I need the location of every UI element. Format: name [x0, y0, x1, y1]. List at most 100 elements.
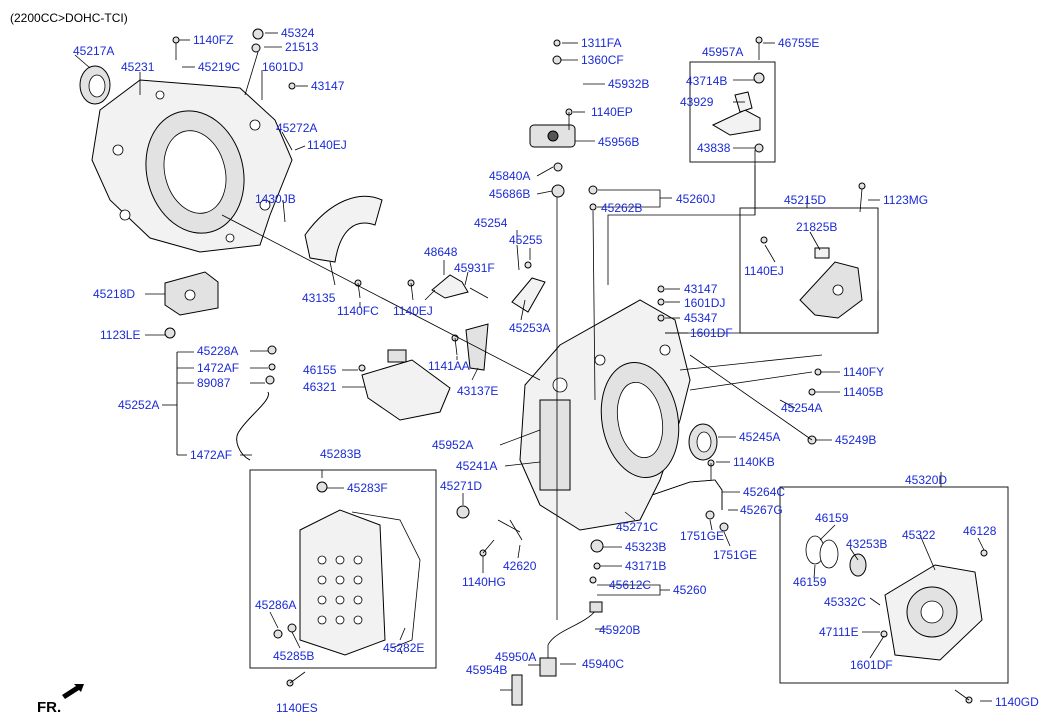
part-label[interactable]: 45332C	[824, 595, 866, 609]
part-label[interactable]: 43147	[311, 79, 345, 93]
part-label[interactable]: 45231	[121, 60, 155, 74]
part-label[interactable]: 11405B	[843, 385, 883, 399]
part-label[interactable]: 1472AF	[190, 448, 232, 462]
part-label[interactable]: 43253B	[846, 537, 887, 551]
part-label[interactable]: 45932B	[608, 77, 649, 91]
part-label[interactable]: 45954B	[466, 663, 507, 677]
part-label[interactable]: 1472AF	[197, 361, 239, 375]
part-label[interactable]: 1140HG	[462, 575, 506, 589]
rear-cover-45322	[805, 535, 983, 661]
part-label[interactable]: 45218D	[93, 287, 135, 301]
part-label[interactable]: 89087	[197, 376, 231, 390]
part-label[interactable]: 1140FC	[337, 304, 379, 318]
part-label[interactable]: 1140EP	[591, 105, 633, 119]
part-label[interactable]: 45254A	[781, 401, 822, 415]
part-label[interactable]: 46321	[303, 380, 337, 394]
part-label[interactable]: 45267G	[740, 503, 783, 517]
part-label[interactable]: 1751GE	[680, 529, 724, 543]
part-label[interactable]: 1360CF	[581, 53, 624, 67]
part-label[interactable]: 43838	[697, 141, 731, 155]
part-label[interactable]: 46755E	[778, 36, 819, 50]
part-label[interactable]: 45249B	[835, 433, 876, 447]
part-label[interactable]: 45262B	[601, 201, 642, 215]
part-label[interactable]: 46159	[793, 575, 827, 589]
part-label[interactable]: 45324	[281, 26, 315, 40]
part-label[interactable]: 45940C	[582, 657, 624, 671]
part-label[interactable]: 1140EJ	[744, 264, 784, 278]
part-label[interactable]: 45283B	[320, 447, 361, 461]
part-label[interactable]: 45219C	[198, 60, 240, 74]
part-label[interactable]: 45320D	[905, 473, 947, 487]
part-label[interactable]: 1140EJ	[307, 138, 347, 152]
part-label[interactable]: 43137E	[457, 384, 498, 398]
part-label[interactable]: 43135	[302, 291, 336, 305]
part-label[interactable]: 42620	[503, 559, 537, 573]
part-label[interactable]: 45612C	[609, 578, 651, 592]
part-label[interactable]: 1311FA	[581, 36, 621, 50]
part-label[interactable]: 45260J	[676, 192, 715, 206]
part-label[interactable]: 45322	[902, 528, 936, 542]
part-label[interactable]: 45323B	[625, 540, 666, 554]
clutch-housing-part	[91, 79, 293, 253]
part-label[interactable]: 43714B	[686, 74, 727, 88]
part-label[interactable]: 45264C	[743, 485, 785, 499]
part-label[interactable]: 45282E	[383, 641, 424, 655]
part-label[interactable]: 45228A	[197, 344, 238, 358]
mount-bracket-45218d	[164, 271, 219, 316]
part-label[interactable]: 46128	[963, 524, 997, 538]
part-label[interactable]: 45950A	[495, 650, 536, 664]
part-label[interactable]: 1601DJ	[262, 60, 303, 74]
part-label[interactable]: 1123MG	[883, 193, 928, 207]
part-label[interactable]: 1430JB	[255, 192, 296, 206]
part-label[interactable]: 1140ES	[276, 701, 318, 715]
part-label[interactable]: 1601DJ	[684, 296, 725, 310]
part-label[interactable]: 1140GD	[995, 695, 1039, 709]
part-label[interactable]: 45957A	[702, 45, 743, 59]
part-label[interactable]: 45952A	[432, 438, 473, 452]
part-label[interactable]: 45931F	[454, 261, 495, 275]
part-label[interactable]: 45254	[474, 216, 508, 230]
part-label[interactable]: 43171B	[625, 559, 666, 573]
part-label[interactable]: 43147	[684, 282, 718, 296]
part-label[interactable]: 1601DF	[690, 326, 733, 340]
oil-hose-45252a	[236, 391, 269, 461]
part-label[interactable]: 45286A	[255, 598, 296, 612]
part-label[interactable]: 46155	[303, 363, 337, 377]
part-label[interactable]: 45255	[509, 233, 543, 247]
part-label[interactable]: 47111E	[819, 625, 859, 639]
part-label[interactable]: 21825B	[796, 220, 837, 234]
part-label[interactable]: 45241A	[456, 459, 497, 473]
part-label[interactable]: 45840A	[489, 169, 530, 183]
part-label[interactable]: 1123LE	[100, 328, 140, 342]
part-label[interactable]: 45956B	[598, 135, 639, 149]
part-label[interactable]: 45686B	[489, 187, 530, 201]
part-label[interactable]: 1601DF	[850, 658, 893, 672]
part-label[interactable]: 48648	[424, 245, 458, 259]
part-label[interactable]: 1141AA	[428, 359, 470, 373]
part-label[interactable]: 45271C	[616, 520, 658, 534]
part-label[interactable]: 43929	[680, 95, 714, 109]
part-label[interactable]: 45285B	[273, 649, 314, 663]
part-label[interactable]: 45253A	[509, 321, 550, 335]
part-label[interactable]: 1140KB	[733, 455, 775, 469]
part-label[interactable]: 45252A	[118, 398, 159, 412]
part-label[interactable]: 45217A	[73, 44, 114, 58]
group-box-45957a	[689, 61, 776, 163]
part-label[interactable]: 1751GE	[713, 548, 757, 562]
part-label[interactable]: 45245A	[739, 430, 780, 444]
part-label[interactable]: 45260	[673, 583, 707, 597]
part-label[interactable]: 45347	[684, 311, 718, 325]
part-label[interactable]: 45215D	[784, 193, 826, 207]
part-label[interactable]: 45271D	[440, 479, 482, 493]
dust-cover-43135	[304, 195, 383, 263]
part-label[interactable]: 21513	[285, 40, 319, 54]
part-label[interactable]: 45920B	[599, 623, 640, 637]
part-label[interactable]: 1140EJ	[393, 304, 433, 318]
part-label[interactable]: 45272A	[276, 121, 317, 135]
part-label[interactable]: 1140FY	[843, 365, 884, 379]
leader-lines	[74, 32, 992, 702]
part-label[interactable]: 46159	[815, 511, 849, 525]
part-label[interactable]: 45283F	[347, 481, 388, 495]
part-label[interactable]: 1140FZ	[193, 33, 233, 47]
